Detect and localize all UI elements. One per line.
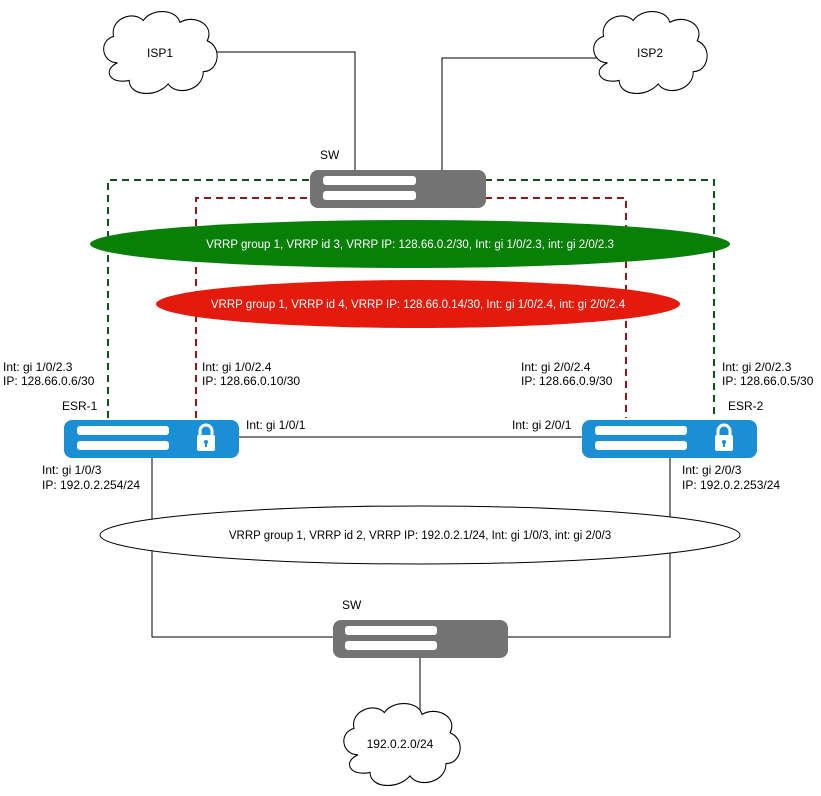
vrrp-lan-ellipse [99, 505, 741, 565]
isp2-link-line [441, 57, 597, 172]
esr2-red-ip: IP: 128.66.0.9/30 [521, 374, 613, 388]
switch-port-bar-icon [323, 191, 416, 200]
red-dashed-link [195, 197, 310, 418]
router-port-bar-icon [77, 441, 169, 450]
router-port-bar-icon [77, 426, 169, 435]
esr2-label: ESR-2 [728, 399, 764, 413]
router-port-bar-icon [595, 441, 687, 450]
esr1-lan-line [151, 456, 333, 638]
lock-icon [197, 423, 215, 451]
switch-port-bar-icon [345, 641, 437, 650]
esr1-router [64, 420, 239, 458]
esr1-green-ip: IP: 128.66.0.6/30 [3, 374, 95, 388]
vrrp-red-text: VRRP group 1, VRRP id 4, VRRP IP: 128.66… [211, 299, 626, 311]
vrrp-lan-text: VRRP group 1, VRRP id 2, VRRP IP: 192.0.… [229, 530, 611, 542]
esr2-lan-int: Int: gi 2/0/3 [682, 463, 742, 477]
lan-cloud-label: 192.0.2.0/24 [367, 737, 434, 751]
isp2-label: ISP2 [637, 46, 663, 60]
green-dashed-link [107, 179, 310, 418]
esr1-red-int: Int: gi 1/0/2.4 [202, 360, 272, 374]
isp1-link-line [212, 51, 356, 172]
vrrp-green-ellipse [90, 220, 730, 268]
router-port-bar-icon [595, 426, 687, 435]
top-switch [310, 170, 486, 208]
bottom-switch-label: SW [342, 598, 362, 612]
esr2-red-int: Int: gi 2/0/2.4 [521, 360, 591, 374]
esr1-green-int: Int: gi 1/0/2.3 [3, 360, 73, 374]
vrrp-red-ellipse [156, 280, 680, 328]
lock-icon [715, 423, 733, 451]
esr2-green-int: Int: gi 2/0/2.3 [722, 360, 792, 374]
esr1-red-ip: IP: 128.66.0.10/30 [202, 374, 300, 388]
esr2-lan-line [507, 456, 671, 638]
esr2-link-int: Int: gi 2/0/1 [512, 418, 572, 432]
esr2-router [582, 420, 757, 458]
green-dashed-link-right [485, 179, 715, 418]
top-switch-label: SW [320, 148, 340, 162]
esr1-lan-ip: IP: 192.0.2.254/24 [42, 478, 140, 492]
esr1-link-int: Int: gi 1/0/1 [246, 418, 306, 432]
esr2-lan-ip: IP: 192.0.2.253/24 [682, 478, 780, 492]
bottom-switch [333, 620, 508, 658]
vrrp-green-text: VRRP group 1, VRRP id 3, VRRP IP: 128.66… [206, 239, 614, 251]
esr2-green-ip: IP: 128.66.0.5/30 [722, 374, 814, 388]
switch-port-bar-icon [323, 176, 416, 185]
isp1-label: ISP1 [147, 46, 173, 60]
esr1-label: ESR-1 [62, 399, 98, 413]
switch-port-bar-icon [345, 626, 437, 635]
esr1-lan-int: Int: gi 1/0/3 [42, 463, 102, 477]
